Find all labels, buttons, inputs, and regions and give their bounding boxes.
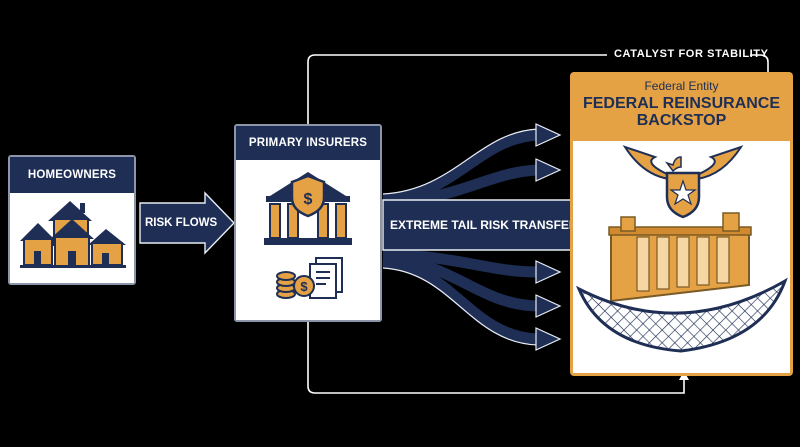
catalyst-label: CATALYST FOR STABILITY (614, 48, 769, 60)
eagle-shield-icon (622, 145, 744, 219)
federal-entity-label: Federal Entity (644, 79, 719, 93)
homeowners-title: HOMEOWNERS (10, 157, 134, 193)
federal-backstop-card: Federal Entity FEDERAL REINSURANCE BACKS… (570, 72, 793, 376)
risk-flows-label: RISK FLOWS (145, 217, 218, 229)
houses-icon (10, 193, 134, 283)
federal-title-line2: BACKSTOP (636, 112, 727, 129)
federal-title-line1: FEDERAL REINSURANCE (582, 95, 781, 112)
svg-text:$: $ (304, 191, 313, 208)
federal-header: Federal Entity FEDERAL REINSURANCE BACKS… (573, 75, 790, 141)
tail-risk-label: EXTREME TAIL RISK TRANSFERS (390, 218, 586, 232)
coins-documents-icon: $ (276, 257, 343, 299)
svg-text:$: $ (300, 279, 308, 294)
homeowners-card: HOMEOWNERS (8, 155, 136, 285)
primary-insurers-card: PRIMARY INSURERS $ $ (234, 124, 382, 322)
primary-insurers-title: PRIMARY INSURERS (236, 126, 380, 160)
dam-icon (608, 212, 752, 303)
safety-net-icon (575, 277, 788, 353)
